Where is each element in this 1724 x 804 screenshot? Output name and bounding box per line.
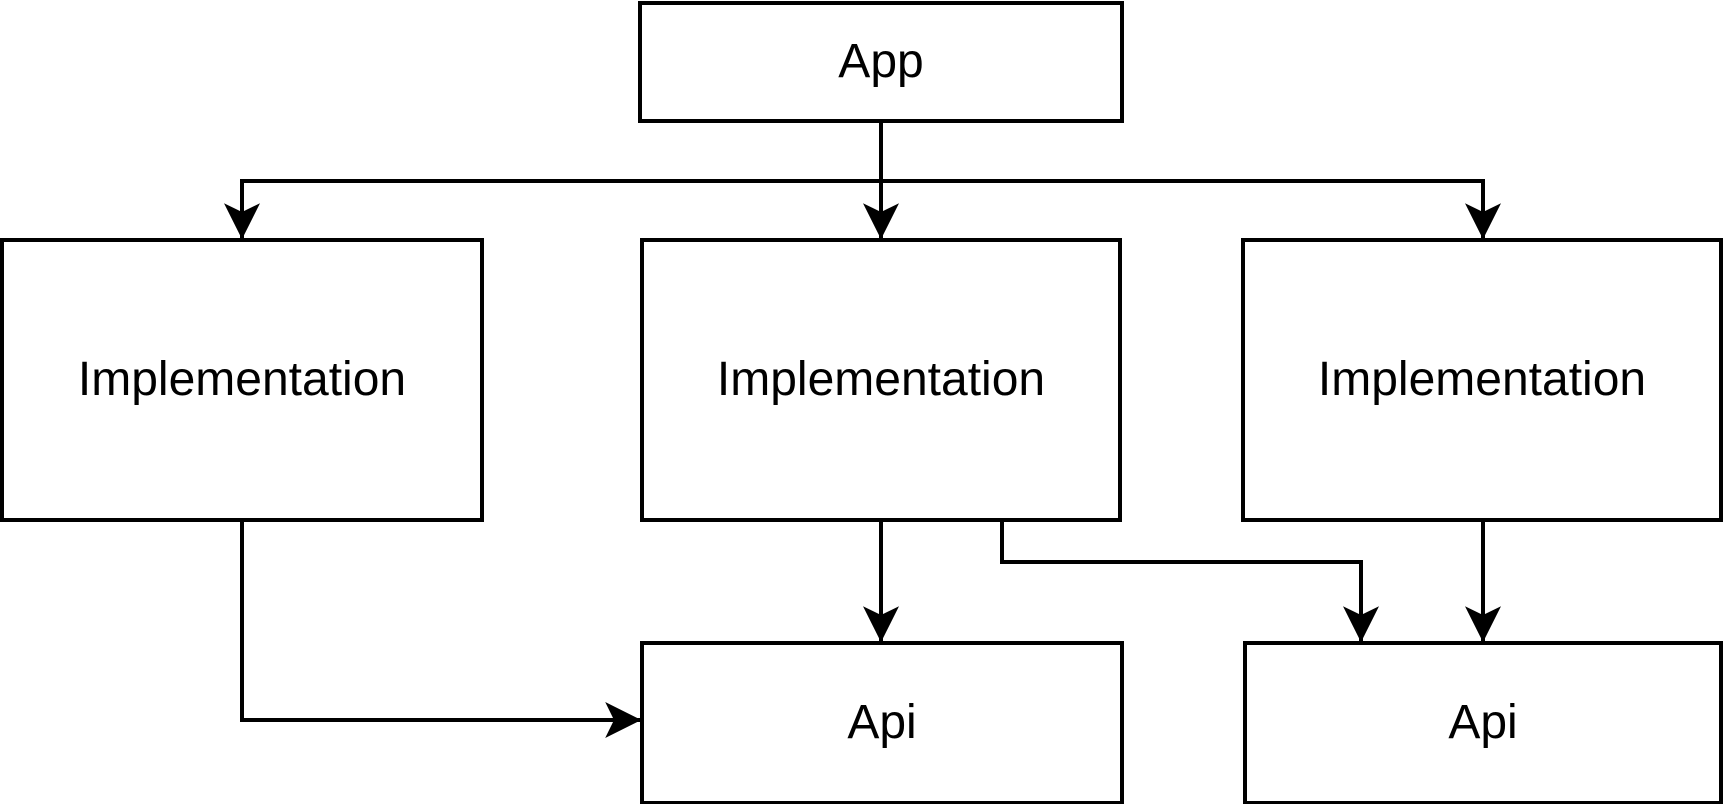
node-app: App <box>638 1 1124 123</box>
node-implementation-right: Implementation <box>1241 238 1723 522</box>
edge-implementation-left-to-api-left <box>240 522 642 738</box>
node-app-label: App <box>838 34 924 88</box>
node-api-right-label: Api <box>1448 695 1518 749</box>
edge-app-to-implementation-right <box>879 121 1501 240</box>
node-api-right: Api <box>1243 641 1723 804</box>
edge-implementation-middle-to-api-right <box>1000 522 1379 643</box>
node-implementation-right-label: Implementation <box>1317 352 1647 406</box>
node-api-left: Api <box>640 641 1124 804</box>
node-implementation-middle: Implementation <box>640 238 1122 522</box>
node-implementation-middle-label: Implementation <box>716 352 1046 406</box>
node-implementation-left-label: Implementation <box>77 352 407 406</box>
edge-app-to-implementation-left <box>224 121 883 240</box>
node-implementation-left: Implementation <box>0 238 484 522</box>
node-api-left-label: Api <box>847 695 917 749</box>
